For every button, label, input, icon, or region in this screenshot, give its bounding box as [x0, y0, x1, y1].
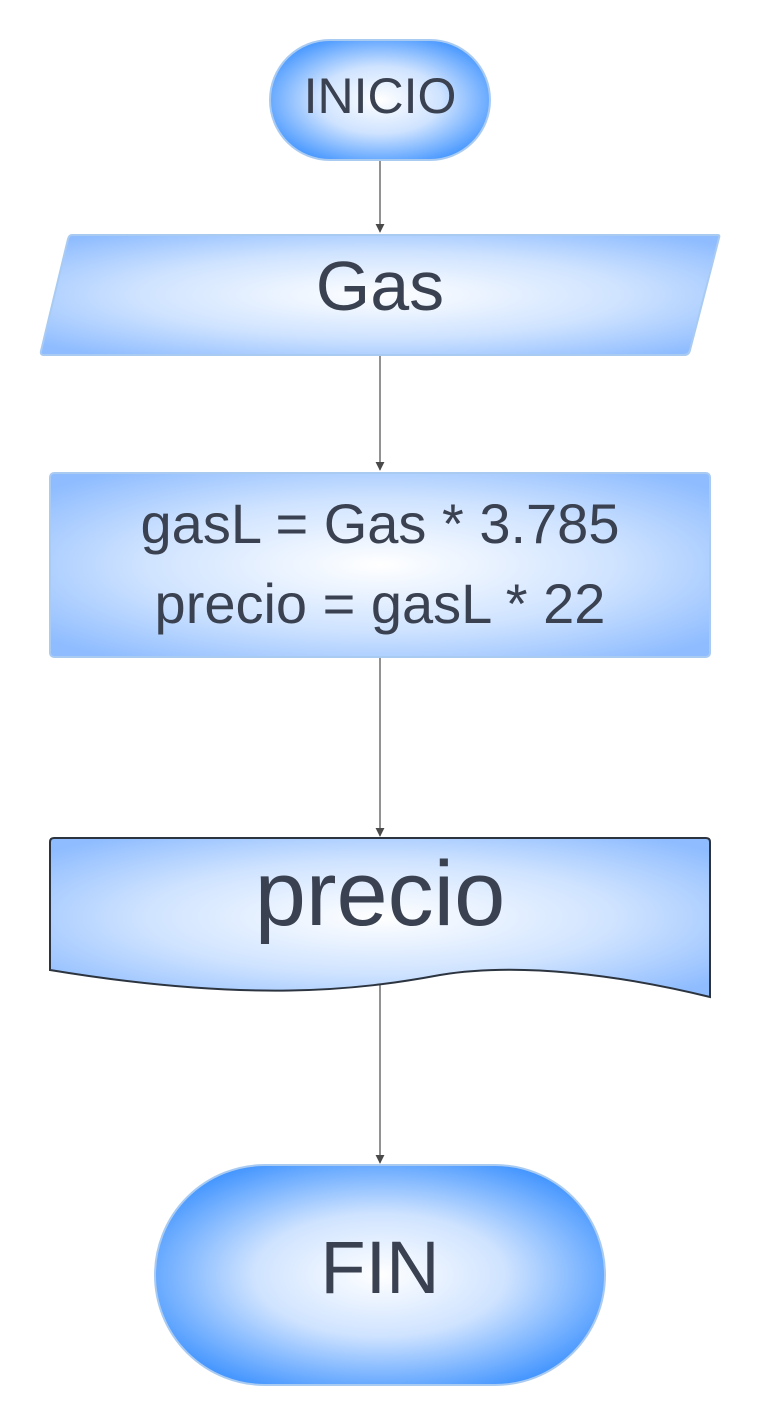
node-input: Gas — [39, 234, 721, 356]
start-terminal-shape — [269, 39, 491, 161]
node-start: INICIO — [269, 39, 491, 161]
start-label: INICIO — [304, 68, 457, 124]
process-line-1: gasL = Gas * 3.785 — [141, 492, 620, 555]
output-label: precio — [255, 843, 506, 945]
input-parallelogram-shape — [39, 234, 721, 356]
end-terminal-shape — [154, 1164, 606, 1386]
process-rectangle-shape — [49, 472, 711, 658]
process-line-2: precio = gasL * 22 — [155, 572, 606, 635]
end-label: FIN — [320, 1226, 439, 1309]
node-end: FIN — [154, 1164, 606, 1386]
node-output: precio — [49, 837, 711, 999]
output-document-shape — [49, 837, 711, 999]
input-label: Gas — [316, 247, 444, 325]
node-process: gasL = Gas * 3.785 precio = gasL * 22 — [49, 472, 711, 658]
